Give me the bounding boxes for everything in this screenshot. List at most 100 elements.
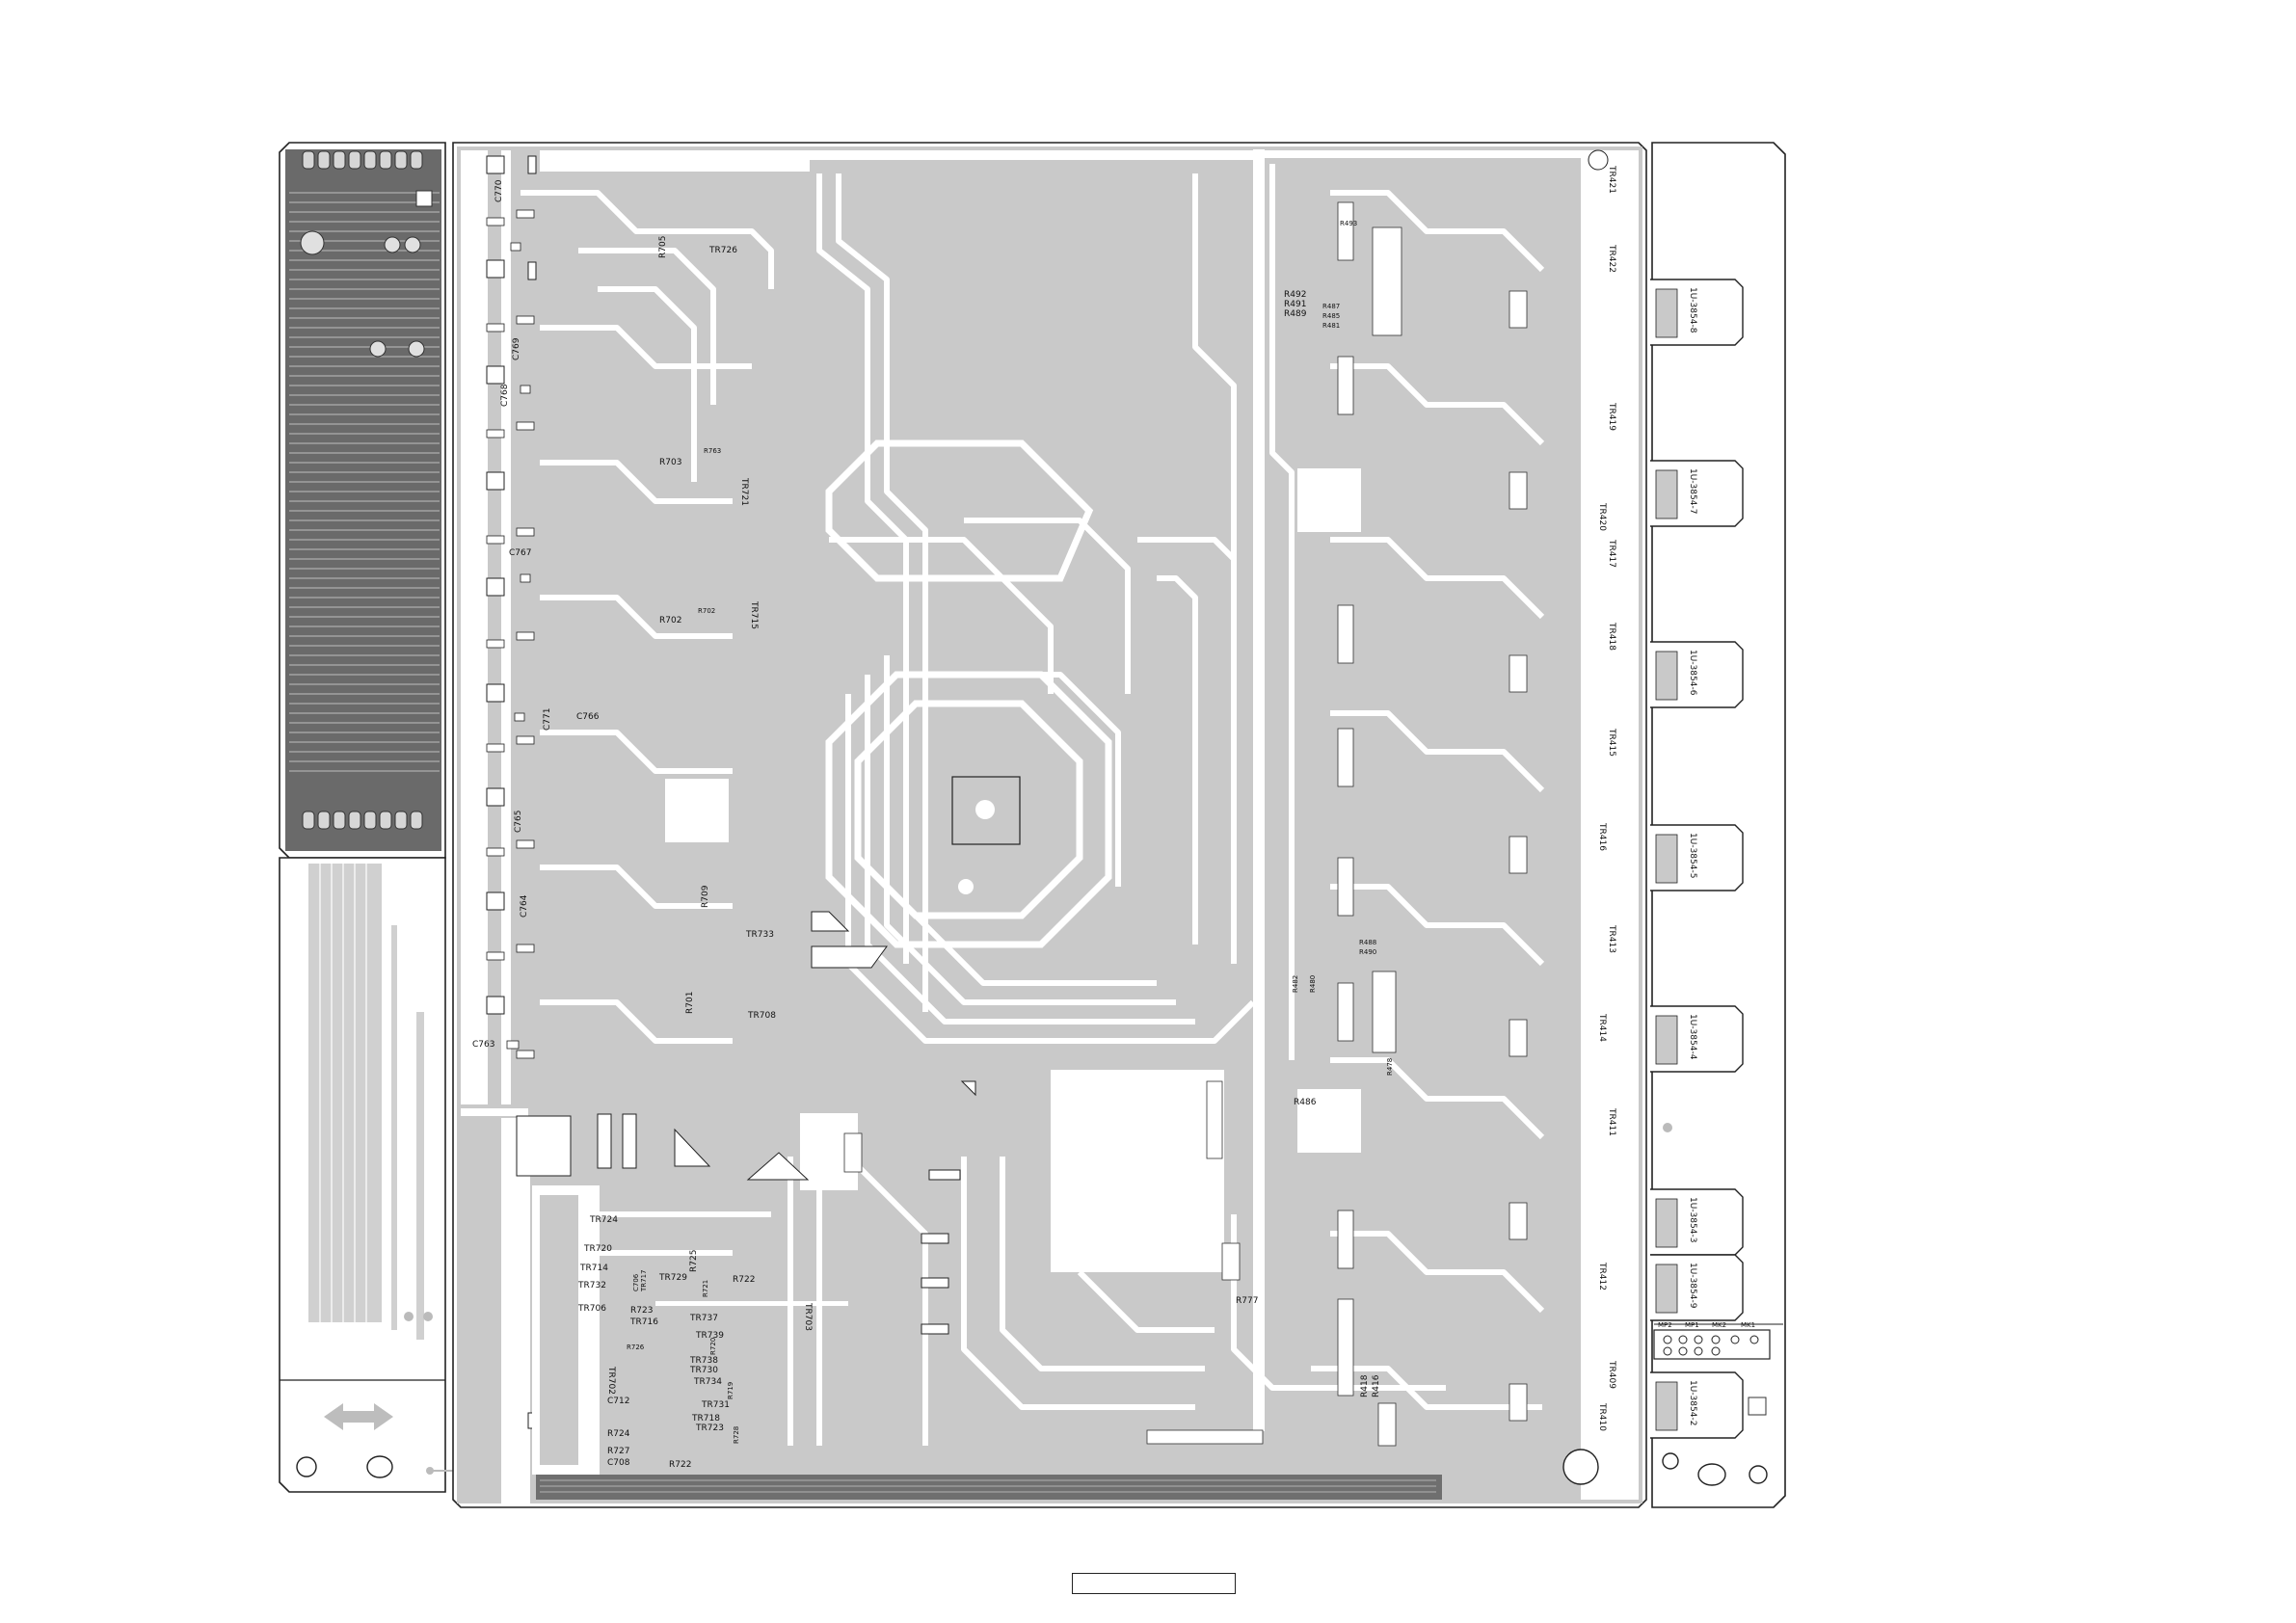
svg-text:TR730: TR730 [689,1366,718,1375]
mic-terminal-block [1653,1329,1771,1360]
svg-text:TR716: TR716 [629,1317,658,1327]
svg-text:R490: R490 [1359,948,1376,956]
svg-text:R487: R487 [1322,303,1340,310]
svg-text:C771: C771 [543,708,552,731]
connector-labels: 1U-3854-8 1U-3854-7 1U-3854-6 1U-3854-5 … [1688,287,1697,1425]
svg-text:1U-3854-7: 1U-3854-7 [1688,468,1697,514]
svg-text:R728: R728 [733,1426,740,1444]
svg-text:MP2: MP2 [1658,1321,1672,1329]
svg-text:TR708: TR708 [747,1011,776,1021]
svg-text:TR415: TR415 [1607,728,1616,757]
svg-text:TR414: TR414 [1597,1013,1607,1042]
svg-text:R491: R491 [1284,300,1306,309]
svg-text:1U-3854-5: 1U-3854-5 [1688,833,1697,878]
svg-text:C770: C770 [494,179,504,202]
left-component-labels: C770 C769 C768 C767 C766 C771 C765 C764 … [472,179,1258,1306]
svg-text:TR416: TR416 [1597,822,1607,851]
svg-text:TR724: TR724 [589,1215,618,1225]
svg-text:R702: R702 [659,616,681,625]
svg-text:TR412: TR412 [1597,1262,1607,1290]
svg-text:MK1: MK1 [1741,1321,1755,1329]
mic-labels: MP2 MP1 MK2 MK1 [1658,1321,1755,1329]
svg-text:1U-3854-6: 1U-3854-6 [1688,650,1697,696]
svg-text:TR418: TR418 [1607,622,1616,651]
bottom-component-labels: TR724 TR720 TR714 TR732 TR706 TR702 C712… [577,1215,813,1470]
svg-text:TR738: TR738 [689,1356,718,1366]
svg-text:R702: R702 [698,607,715,615]
svg-text:TR726: TR726 [708,246,737,255]
svg-text:TR737: TR737 [689,1314,718,1323]
svg-text:C763: C763 [472,1040,494,1050]
svg-text:TR702: TR702 [606,1366,616,1395]
svg-text:TR706: TR706 [577,1304,606,1314]
svg-text:C706: C706 [632,1273,640,1291]
svg-text:C767: C767 [509,548,531,558]
svg-text:TR723: TR723 [695,1423,724,1433]
svg-text:1U-3854-3: 1U-3854-3 [1688,1197,1697,1242]
svg-text:1U-3854-2: 1U-3854-2 [1688,1380,1697,1425]
svg-text:R480: R480 [1309,975,1317,993]
svg-text:R418: R418 [1360,1374,1370,1397]
svg-text:R721: R721 [702,1280,709,1297]
svg-text:TR720: TR720 [583,1244,612,1254]
svg-text:TR732: TR732 [577,1281,606,1290]
svg-text:1U-3854-4: 1U-3854-4 [1688,1014,1697,1060]
svg-text:TR422: TR422 [1607,244,1616,273]
svg-text:R488: R488 [1359,939,1376,946]
svg-text:TR717: TR717 [640,1269,648,1292]
svg-text:TR718: TR718 [691,1414,720,1423]
double-arrow-icon [324,1403,393,1430]
svg-text:TR411: TR411 [1607,1107,1616,1136]
svg-text:TR729: TR729 [658,1273,687,1283]
caption-box [1072,1573,1236,1594]
svg-text:R727: R727 [607,1447,629,1456]
svg-text:TR417: TR417 [1607,539,1616,568]
flex-cable-section [279,142,446,859]
svg-text:R777: R777 [1236,1296,1258,1306]
svg-text:TR739: TR739 [695,1331,724,1341]
main-pcb [452,142,1647,1508]
svg-text:R492: R492 [1284,290,1306,300]
svg-text:R485: R485 [1322,312,1340,320]
svg-text:TR715: TR715 [749,600,759,629]
svg-text:TR733: TR733 [745,930,774,940]
svg-text:TR721: TR721 [739,477,749,506]
svg-text:R493: R493 [1340,220,1357,227]
svg-text:R724: R724 [607,1429,630,1439]
svg-text:MP1: MP1 [1685,1321,1699,1329]
svg-text:C766: C766 [576,712,600,722]
svg-text:C712: C712 [607,1397,629,1406]
svg-text:TR734: TR734 [693,1377,722,1387]
svg-text:R725: R725 [689,1250,699,1272]
svg-text:C769: C769 [512,337,521,360]
svg-text:R722: R722 [669,1460,691,1470]
svg-text:TR420: TR420 [1597,502,1607,531]
svg-text:R719: R719 [727,1382,734,1399]
svg-text:TR413: TR413 [1607,924,1616,953]
svg-text:R722: R722 [733,1275,755,1285]
svg-text:C764: C764 [520,894,529,918]
svg-text:C768: C768 [500,384,510,407]
svg-text:C708: C708 [607,1458,630,1468]
svg-text:TR409: TR409 [1607,1360,1616,1389]
svg-text:TR421: TR421 [1607,165,1616,194]
svg-text:C765: C765 [514,811,523,833]
svg-text:R701: R701 [685,992,695,1014]
svg-text:MK2: MK2 [1712,1321,1726,1329]
svg-text:R763: R763 [704,447,721,455]
svg-text:R705: R705 [658,236,668,258]
svg-text:R481: R481 [1322,322,1340,330]
right-transistor-labels: TR421 TR422 TR419 TR420 TR417 TR418 TR41… [1597,165,1616,1431]
svg-text:1U-3854-9: 1U-3854-9 [1688,1263,1697,1309]
svg-text:R726: R726 [627,1344,645,1351]
svg-text:R709: R709 [701,885,710,908]
lower-flex-strip [279,857,470,1493]
svg-text:R703: R703 [659,458,681,467]
svg-text:R482: R482 [1292,975,1299,993]
svg-text:TR419: TR419 [1607,402,1616,431]
svg-text:R416: R416 [1372,1374,1381,1397]
svg-text:R723: R723 [630,1306,653,1316]
svg-text:TR731: TR731 [701,1400,730,1410]
svg-text:R720: R720 [709,1338,717,1355]
